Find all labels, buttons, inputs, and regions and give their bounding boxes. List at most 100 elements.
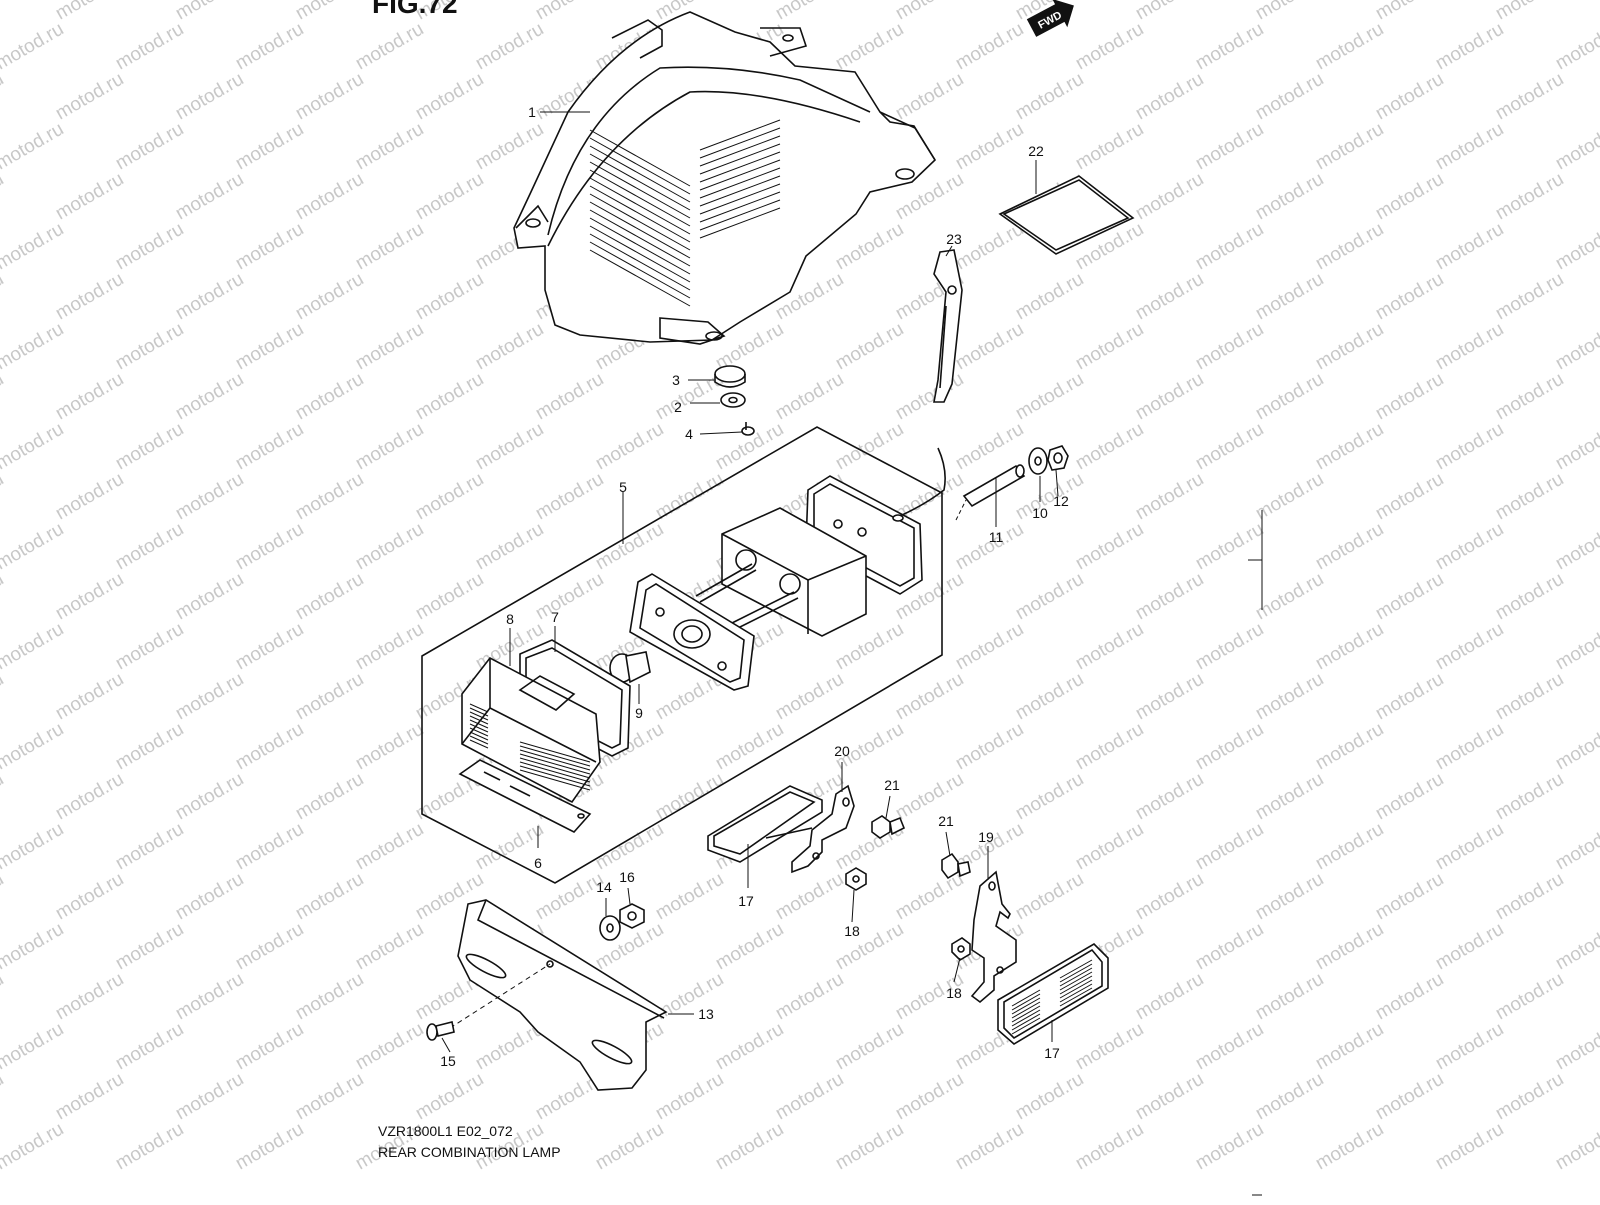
watermark-text: motod.ru [0,1019,67,1075]
hatch-line [469,723,489,733]
hatch-line [699,119,781,151]
hatch-line [589,145,691,203]
watermark-text: motod.ru [172,969,247,1025]
watermark-text: motod.ru [652,969,727,1025]
watermark-text: motod.ru [1252,1069,1327,1125]
watermark-text: motod.ru [1552,719,1600,775]
hatch-line [589,161,691,219]
watermark-text: motod.ru [0,119,67,175]
hatch-line [519,749,591,771]
hatch-line [1059,983,1093,1003]
watermark-text: motod.ru [0,619,67,675]
watermark-text: motod.ru [772,869,847,925]
watermark-text: motod.ru [1132,269,1207,325]
watermark-text: motod.ru [1132,969,1207,1025]
watermark-text: motod.ru [292,169,367,225]
watermark-text: motod.ru [1552,1119,1600,1175]
hatch-line [469,715,489,725]
watermark-text: motod.ru [1372,969,1447,1025]
watermark-text: motod.ru [1012,69,1087,125]
watermark-text: motod.ru [1492,369,1567,425]
watermark-text: motod.ru [52,569,127,625]
watermark-text: motod.ru [592,1119,667,1175]
watermark-text: motod.ru [1132,669,1207,725]
hatch-line [1059,967,1093,987]
watermark-text: motod.ru [1492,469,1567,525]
hatch-line [699,135,781,167]
watermark-text: motod.ru [1432,419,1507,475]
watermark-text: motod.ru [952,519,1027,575]
watermark-text: motod.ru [1312,819,1387,875]
watermark-text: motod.ru [1372,769,1447,825]
watermark-text: motod.ru [1372,469,1447,525]
watermark-text: motod.ru [472,119,547,175]
callout-10: 10 [1032,505,1048,521]
watermark-text: motod.ru [952,19,1027,75]
hatch-line [469,707,489,717]
watermark-text: motod.ru [1192,19,1267,75]
watermark-text: motod.ru [1492,669,1567,725]
hatch-line [519,757,591,779]
watermark-text: motod.ru [952,219,1027,275]
part-8-lens [461,656,601,804]
watermark-text: motod.ru [952,719,1027,775]
hatch-line [519,741,591,763]
watermark-text: motod.ru [1132,1069,1207,1125]
watermark-text: motod.ru [0,819,67,875]
watermark-text: motod.ru [0,869,7,925]
part-1-lamp-housing [513,11,937,345]
hatch-line [1011,1013,1041,1031]
part-2-washer [720,392,746,408]
hatch-line [1059,963,1093,983]
watermark-text: motod.ru [0,419,67,475]
watermark-text: motod.ru [352,619,427,675]
part-13-license-bracket [449,899,668,1091]
watermark-text: motod.ru [1432,319,1507,375]
watermark-text: motod.ru [1312,319,1387,375]
watermark-text: motod.ru [532,469,607,525]
watermark-text: motod.ru [232,419,307,475]
hatch-line [589,193,691,251]
callout-16: 16 [619,869,635,885]
watermark-text: motod.ru [52,769,127,825]
watermark-text: motod.ru [1312,19,1387,75]
watermark-text: motod.ru [112,1019,187,1075]
watermark-text: motod.ru [1252,969,1327,1025]
watermark-text: motod.ru [652,769,727,825]
watermark-text: motod.ru [1372,269,1447,325]
watermark-text: motod.ru [832,1019,907,1075]
watermark-text: motod.ru [1432,119,1507,175]
callout-18-lower: 18 [946,985,962,1001]
watermark-text: motod.ru [1192,719,1267,775]
watermark-text: motod.ru [1132,569,1207,625]
watermark-text: motod.ru [112,819,187,875]
watermark-text: motod.ru [292,669,367,725]
watermark-text: motod.ru [172,169,247,225]
watermark-text: motod.ru [292,869,367,925]
lamp-grille [589,119,781,307]
hatch-line [519,769,591,791]
part-6-plate-window [458,759,592,833]
callout-23: 23 [946,231,962,247]
watermark-text: motod.ru [172,469,247,525]
watermark-text: motod.ru [1252,669,1327,725]
hatch-line [519,753,591,775]
watermark-text: motod.ru [1312,1019,1387,1075]
watermark-text: motod.ru [1372,169,1447,225]
watermark-text: motod.ru [1192,619,1267,675]
part-23-strap [933,249,963,403]
watermark-text: motod.ru [352,19,427,75]
watermark-text: motod.ru [172,669,247,725]
watermark-text: motod.ru [1312,1119,1387,1175]
watermark-text: motod.ru [172,1069,247,1125]
watermark-text: motod.ru [1312,619,1387,675]
watermark-text: motod.ru [412,269,487,325]
watermark-text: motod.ru [472,419,547,475]
watermark-text: motod.ru [0,669,7,725]
part-22-label-sticker [998,175,1135,255]
watermark-text: motod.ru [832,619,907,675]
watermark-text: motod.ru [172,869,247,925]
lamp-base-gasket [805,447,946,595]
watermark-text: motod.ru [52,969,127,1025]
